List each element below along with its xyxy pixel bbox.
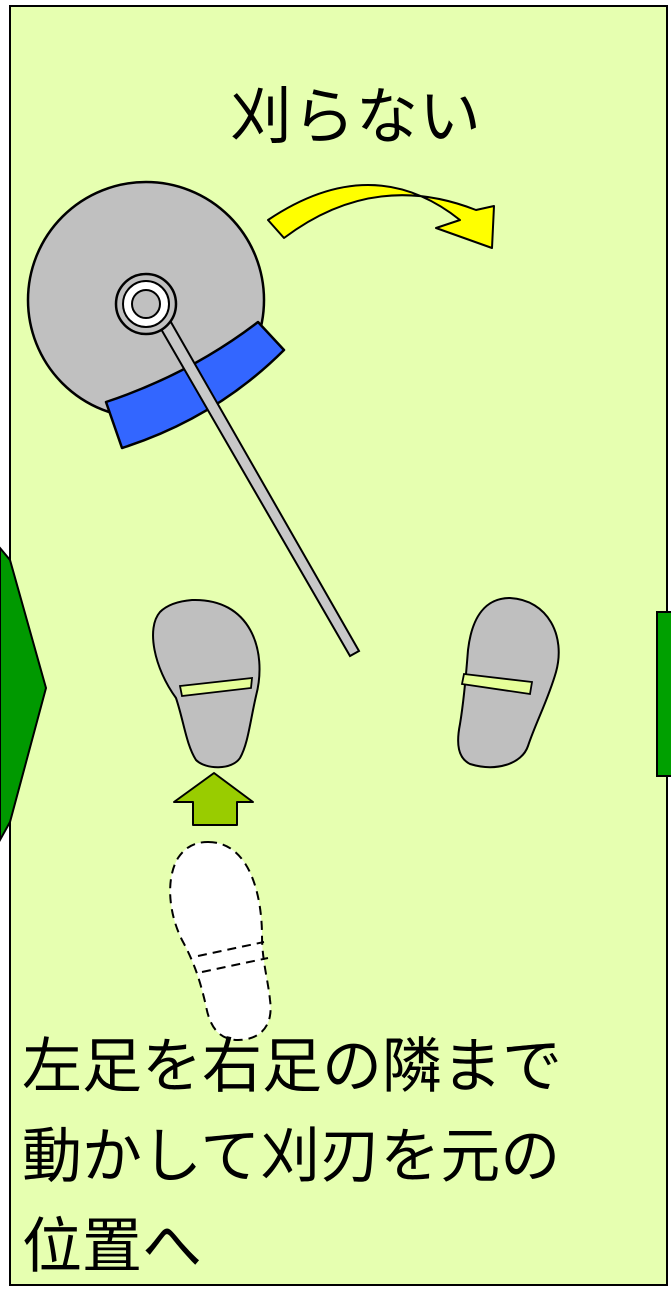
curved-arrow-right-icon [267, 184, 495, 249]
dashed-shoe-print-icon [169, 840, 272, 1042]
instruction-caption: 左足を右足の隣まで 動かして刈刃を元の 位置へ [22, 1022, 662, 1292]
left-foot-icon [152, 598, 261, 769]
right-foot-icon [457, 596, 560, 769]
caption-line-1: 左足を右足の隣まで [22, 1032, 562, 1102]
title: 刈らない [230, 80, 483, 153]
caption-line-2: 動かして刈刃を元の [22, 1122, 561, 1192]
brush-cutter-icon [26, 180, 361, 658]
hub-inner [131, 289, 161, 319]
next-panel-block [656, 611, 671, 777]
caption-line-3: 位置へ [22, 1212, 202, 1282]
arrow-up-icon [173, 772, 254, 826]
previous-panel-arrow [0, 546, 48, 843]
